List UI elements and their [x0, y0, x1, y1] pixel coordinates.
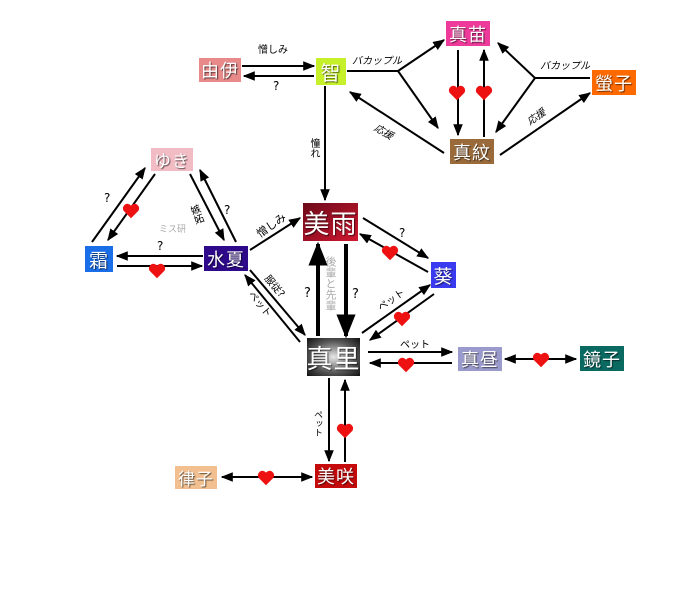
arrow-yuki-to-minatsu: [189, 173, 225, 242]
node-ritsuko[interactable]: 律子: [175, 466, 217, 490]
heart-icon: [448, 85, 466, 101]
miu-node-bg: [303, 203, 358, 241]
arrow-miu-to-aoi: [362, 217, 430, 259]
label-mari-mahiru: ペット: [400, 340, 430, 351]
arrow-fork-to-mamon: [397, 70, 439, 129]
arrow-minatsu-to-miu: [249, 217, 302, 251]
label-keiko-bacouple: バカップル: [540, 61, 590, 72]
node-yui[interactable]: 由伊: [199, 58, 241, 82]
node-kyoko[interactable]: 鏡子: [580, 346, 624, 371]
label-mari-misaki: ペット: [312, 410, 322, 437]
node-satoshi[interactable]: 智: [316, 58, 346, 85]
heart-icon: [475, 85, 493, 101]
arrow-minatsu-to-yuki: [199, 168, 237, 243]
label-mari-miu-q: ?: [304, 286, 311, 301]
heart-icon: [122, 203, 140, 219]
node-keiko[interactable]: 螢子: [592, 70, 636, 95]
label-shimo-yuki-q: ?: [104, 191, 111, 205]
heart-icon: [393, 311, 411, 327]
node-shimo[interactable]: 霜: [85, 246, 113, 272]
label-yui-to-satoshi: 憎しみ: [258, 45, 288, 56]
arrow-minatsu-to-mari: [249, 269, 306, 336]
label-satoshi-bacouple: バカップル: [352, 56, 402, 67]
node-mari[interactable]: 真里: [306, 344, 361, 375]
label-satoshi-to-miu: 憧れ: [308, 138, 319, 158]
heart-icon: [257, 470, 275, 486]
label-miu-mari-q: ?: [352, 287, 359, 302]
heart-icon: [336, 423, 354, 439]
label-miu-aoi-q: ?: [399, 226, 406, 240]
node-mahiru[interactable]: 真昼: [458, 347, 502, 371]
arrow-fork-to-manae-2: [497, 42, 536, 79]
arrow-mamon-to-keiko: [499, 92, 591, 156]
node-miu[interactable]: 美雨: [303, 209, 358, 240]
label-group-misuken: ミス研: [159, 225, 187, 235]
node-manae[interactable]: 真苗: [446, 21, 490, 46]
label-miu-mari-center: 後輩と先輩: [324, 256, 337, 311]
label-satoshi-to-yui: ?: [273, 79, 280, 93]
node-yuki[interactable]: ゆき: [151, 148, 193, 172]
mari-node-bg: [307, 338, 360, 376]
arrow-shimo-to-yuki: [91, 167, 146, 243]
node-misaki[interactable]: 美咲: [315, 464, 357, 488]
heart-icon: [381, 245, 399, 261]
heart-icon: [532, 352, 550, 368]
heart-icon: [397, 357, 415, 373]
label-minatsu-shimo-q: ?: [157, 239, 164, 253]
arrow-fork-to-mamon-2: [495, 77, 536, 133]
arrow-mari-to-minatsu: [244, 274, 301, 343]
node-aoi[interactable]: 葵: [431, 262, 456, 288]
label-yuki-minatsu-q: ?: [224, 203, 231, 217]
arrow-mamon-to-satoshi: [348, 91, 445, 154]
arrow-fork-to-manae: [397, 39, 445, 72]
node-mamon[interactable]: 真紋: [450, 139, 494, 164]
arrow-mari-to-aoi: [361, 284, 431, 334]
node-minatsu[interactable]: 水夏: [204, 246, 248, 271]
heart-icon: [148, 263, 166, 279]
